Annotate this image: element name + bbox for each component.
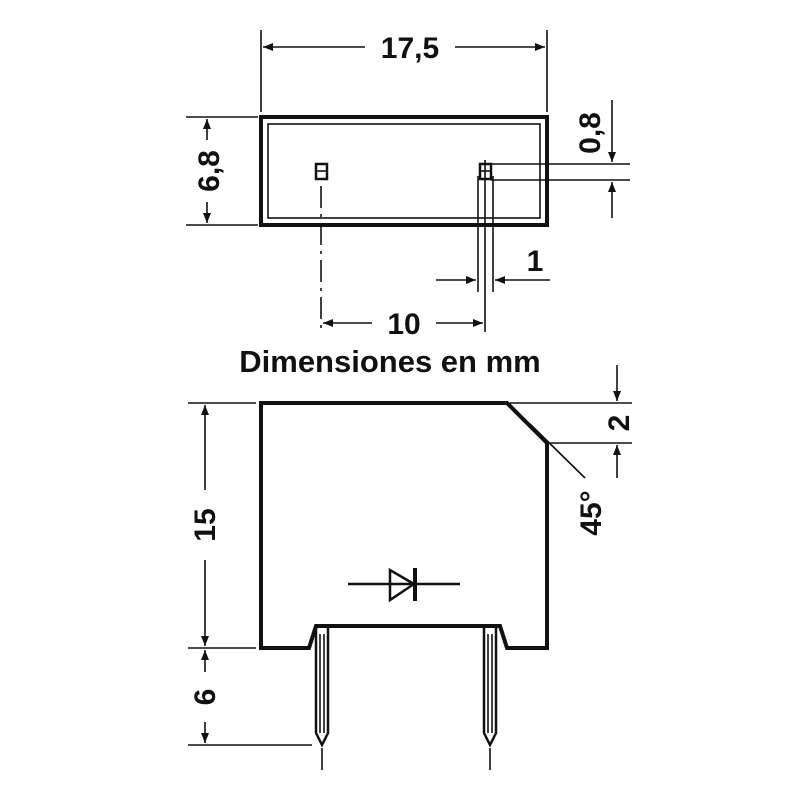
- dim-height-label: 6,8: [193, 150, 226, 192]
- caption: Dimensiones en mm: [239, 344, 541, 379]
- dim-pin-length-label: 6: [189, 689, 222, 706]
- side-pin-left: [314, 626, 330, 748]
- top-body-outer: [259, 115, 549, 227]
- dim-pin-spacing-label: 10: [387, 308, 420, 341]
- side-view: 15 6 2 45°: [188, 365, 636, 775]
- dim-pin-width-label: 1: [527, 245, 544, 278]
- side-pin-right: [482, 626, 498, 748]
- diode-symbol-icon: [348, 567, 460, 603]
- dim-angle-label: 45°: [575, 490, 608, 535]
- dim-width-label: 17,5: [381, 32, 439, 65]
- side-body-outline: [259, 401, 549, 650]
- dim-pin-offset-label: 0,8: [574, 112, 607, 154]
- top-body-inner: [267, 123, 541, 219]
- dim-body-height-label: 15: [189, 508, 222, 541]
- top-view: 17,5 6,8 0,8 1 10: [186, 30, 630, 341]
- dim-chamfer-label: 2: [603, 415, 636, 432]
